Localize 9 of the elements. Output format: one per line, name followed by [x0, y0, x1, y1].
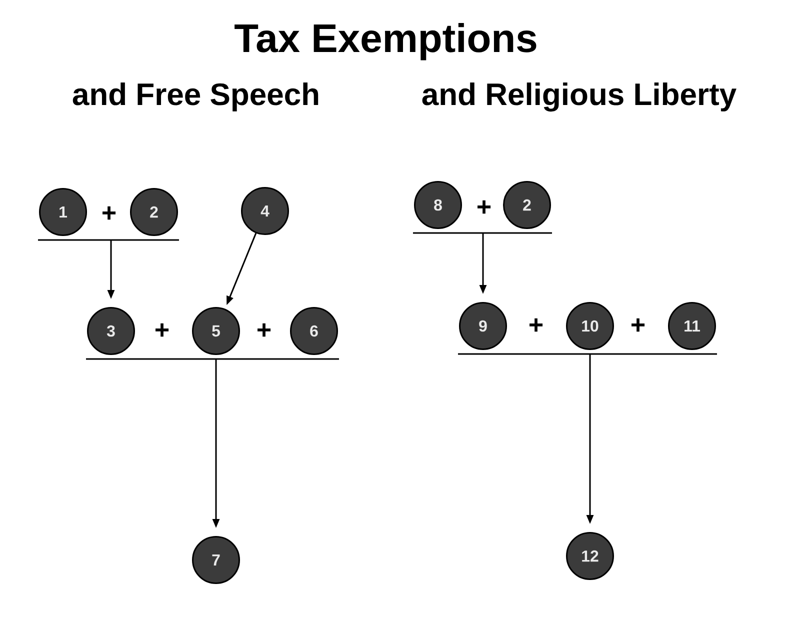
plus-sign: + [632, 318, 645, 332]
subtitle: and Religious Liberty [422, 82, 736, 112]
title: Tax Exemptions [234, 23, 536, 60]
plus-sign: + [530, 318, 543, 332]
plus-sign: + [258, 323, 271, 337]
plus-sign: + [102, 206, 116, 220]
plus-sign: + [478, 200, 491, 214]
subtitle: and Free Speech [72, 82, 318, 112]
plus-sign: + [156, 323, 169, 337]
